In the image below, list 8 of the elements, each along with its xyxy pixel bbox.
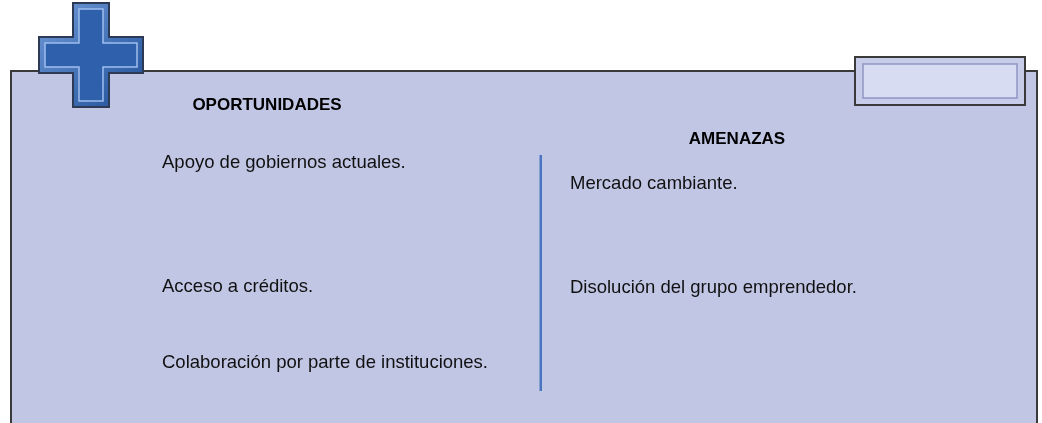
swot-panel	[10, 70, 1038, 423]
list-item: Acceso a créditos.	[162, 274, 315, 298]
list-item: Colaboración por parte de instituciones.	[162, 350, 489, 374]
list-item: Mercado cambiante.	[570, 171, 739, 195]
section-heading: AMENAZAS	[687, 128, 787, 150]
list-item: Disolución del grupo emprendedor.	[570, 275, 858, 299]
section-heading: OPORTUNIDADES	[191, 94, 343, 116]
list-item: Apoyo de gobiernos actuales.	[162, 150, 407, 174]
